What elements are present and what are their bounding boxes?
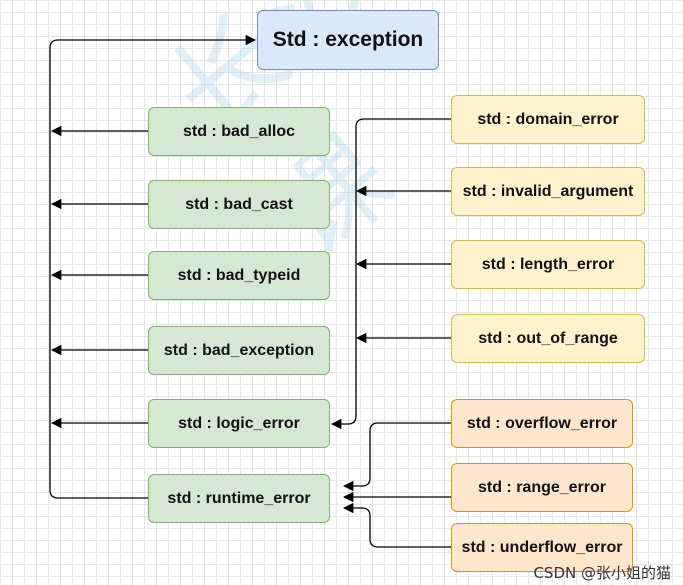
- node-bad-alloc: std : bad_alloc: [148, 107, 330, 156]
- node-range-error: std : range_error: [451, 463, 633, 512]
- node-invalid-argument: std : invalid_argument: [451, 167, 645, 216]
- node-bad-exception: std : bad_exception: [148, 326, 330, 375]
- node-root-exception: Std : exception: [257, 10, 439, 70]
- node-length-error: std : length_error: [451, 240, 645, 289]
- node-underflow-error: std : underflow_error: [451, 523, 633, 572]
- edge-underflow-to-runtime: [342, 502, 451, 548]
- node-overflow-error: std : overflow_error: [451, 399, 633, 448]
- node-logic-error: std : logic_error: [148, 399, 330, 448]
- watermark-credit: CSDN @张小姐的猫: [533, 564, 671, 582]
- node-bad-cast: std : bad_cast: [148, 180, 330, 229]
- node-domain-error: std : domain_error: [451, 95, 645, 144]
- edge-overflow-to-runtime: [342, 422, 451, 492]
- node-out-of-range: std : out_of_range: [451, 314, 645, 363]
- edge-runtime-to-root: [49, 34, 257, 499]
- node-runtime-error: std : runtime_error: [148, 474, 330, 523]
- node-bad-typeid: std : bad_typeid: [148, 251, 330, 300]
- edge-domain-to-logic: [330, 118, 451, 430]
